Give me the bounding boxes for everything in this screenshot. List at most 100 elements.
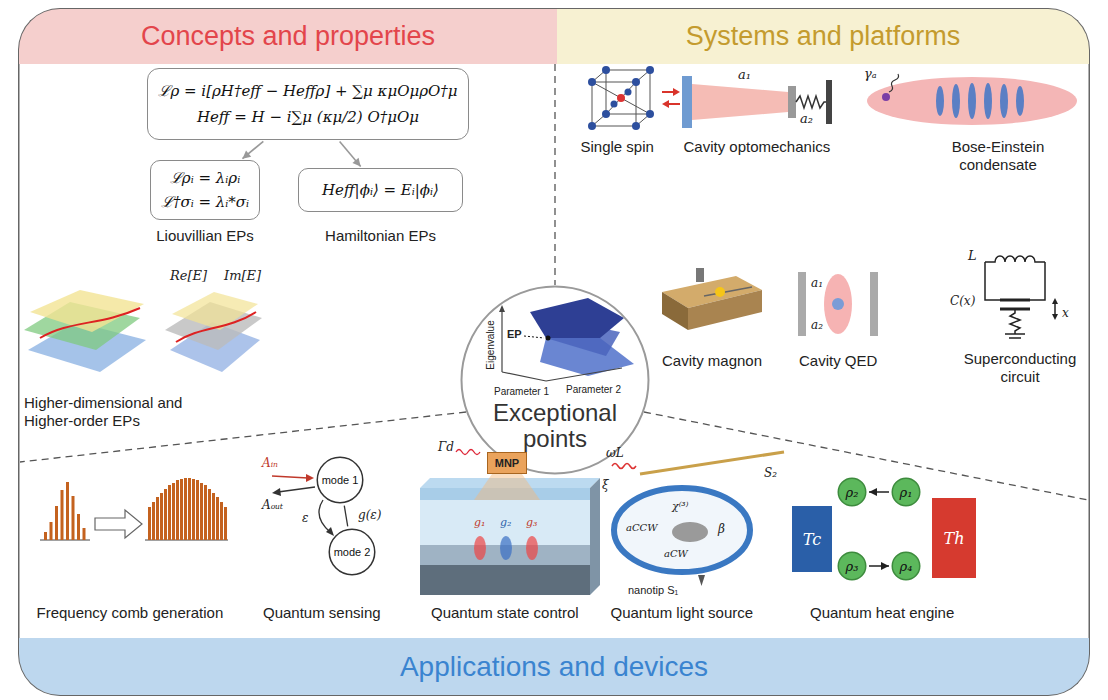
optomechanical-cavity-part [796,96,826,108]
node-text: Concepts and properties [141,21,435,52]
circle-shape [838,478,866,506]
annotation: ξ [602,478,609,492]
annotation: β [718,522,725,536]
optomechanical-cavity-part [668,103,680,105]
comb-line [220,502,223,540]
caption: Liouvillian EPs [156,227,254,245]
comb-line [61,490,64,540]
connector-line [344,506,347,527]
state-circle: ρ₃ [837,551,867,581]
connector [344,506,347,527]
comb-line [164,489,167,540]
device-stack-part [456,450,480,455]
equation-box: ℒρ = i[ρH†eff − Heffρ] + ∑μ κμOμρO†μHeff… [147,68,468,140]
condensate-illustration-part [882,93,890,101]
spin-lattice-part-part [602,66,610,74]
lc-circuit-part [1005,333,1025,335]
caption: Hamiltonian EPs [325,227,436,245]
sensing-ports-part [278,487,315,492]
annotation: ωL [606,446,624,460]
comb-line [83,528,86,540]
circle-shape [892,552,920,580]
spin-lattice [588,66,654,130]
comb-line [66,482,69,540]
spin-lattice-part [606,70,650,114]
comb-line [156,497,159,540]
annotation: a₂ [811,318,823,332]
circle-shape [462,287,649,474]
qed-cavity [798,272,878,336]
lc-circuit-part [985,262,1000,300]
lc-circuit-part [985,256,1045,262]
comb-line [204,485,207,540]
annotation: Parameter 1 [494,386,549,398]
condensate-illustration-part-part [1000,84,1008,118]
spin-lattice-part-part [646,66,654,74]
equation-box: ℒρᵢ = λᵢρᵢℒ†σᵢ = λᵢ*σᵢLiouvillian EPs [150,160,260,220]
annotation: Aᵢₙ [262,456,278,470]
caption: Higher-dimensional and Higher-order EPs [24,394,224,430]
comb-line [152,502,155,540]
annotation: g₂ [500,516,511,529]
node-text: mode 1 [322,474,359,486]
spin-lattice-part-part [588,122,596,130]
node-text: ρ₁ [900,485,913,500]
comb-line [148,507,151,540]
annotation: x [1062,306,1069,320]
sensing-ports-part [319,500,331,533]
spin-lattice-part [592,82,636,126]
reservoir-box: Th [932,498,976,578]
comb-line [188,478,191,540]
microring-resonator-part [672,522,708,542]
node-text: ℒρ = i[ρH†eff − Heffρ] + ∑μ κμOμρO†μ [158,78,457,104]
microring-resonator [612,452,784,586]
node-text: Exceptional points [480,400,630,452]
connector-line [242,141,263,158]
spin-lattice-part-part [646,110,654,118]
node-text: Tc [803,530,821,549]
caption: Quantum heat engine [810,604,954,622]
condensate-illustration-part [867,77,1077,125]
microring-resonator-part [612,464,636,469]
higher-order-surfaces [24,290,262,372]
circle-shape [317,457,363,503]
qed-cavity-part [832,298,844,310]
comb-line [180,479,183,540]
optomechanical-cavity-part [662,100,669,108]
state-circle: ρ₁ [891,477,921,507]
microring-resonator-part [614,488,750,572]
annotation: ε [302,511,308,525]
annotation: nanotip S₁ [628,584,678,597]
comb-line [55,506,58,540]
comb-line [50,522,53,540]
annotation: aCCW [626,522,658,534]
annotation: Γd [438,440,454,454]
comb-line [176,480,179,540]
connector [340,142,361,167]
node-text: Applications and devices [400,651,708,683]
connector [869,562,889,570]
annotation: a₁ [738,67,751,83]
annotation: aCW [664,548,688,560]
sensing-ports-part [272,488,281,496]
ep-surface-plot-part [501,310,502,372]
magnon-cavity-part [662,292,688,330]
higher-order-surfaces-part [40,308,140,338]
spin-lattice-part-part [625,89,632,96]
magnon-cavity [662,268,762,330]
magnon-cavity-part [688,290,762,330]
device-stack-part [474,474,540,500]
comb-line [172,483,175,540]
lc-circuit-part [1010,309,1020,334]
comb-line [44,532,47,540]
section-divider-part [554,64,555,285]
optomechanical-cavity-part [788,86,796,118]
qed-cavity-part [870,272,878,336]
condensate-illustration-part [936,83,1024,119]
state-circle: ρ₄ [891,551,921,581]
comb-line [224,507,227,540]
optomechanical-cavity-part [673,88,680,96]
section-header: Systems and platforms [557,8,1090,64]
